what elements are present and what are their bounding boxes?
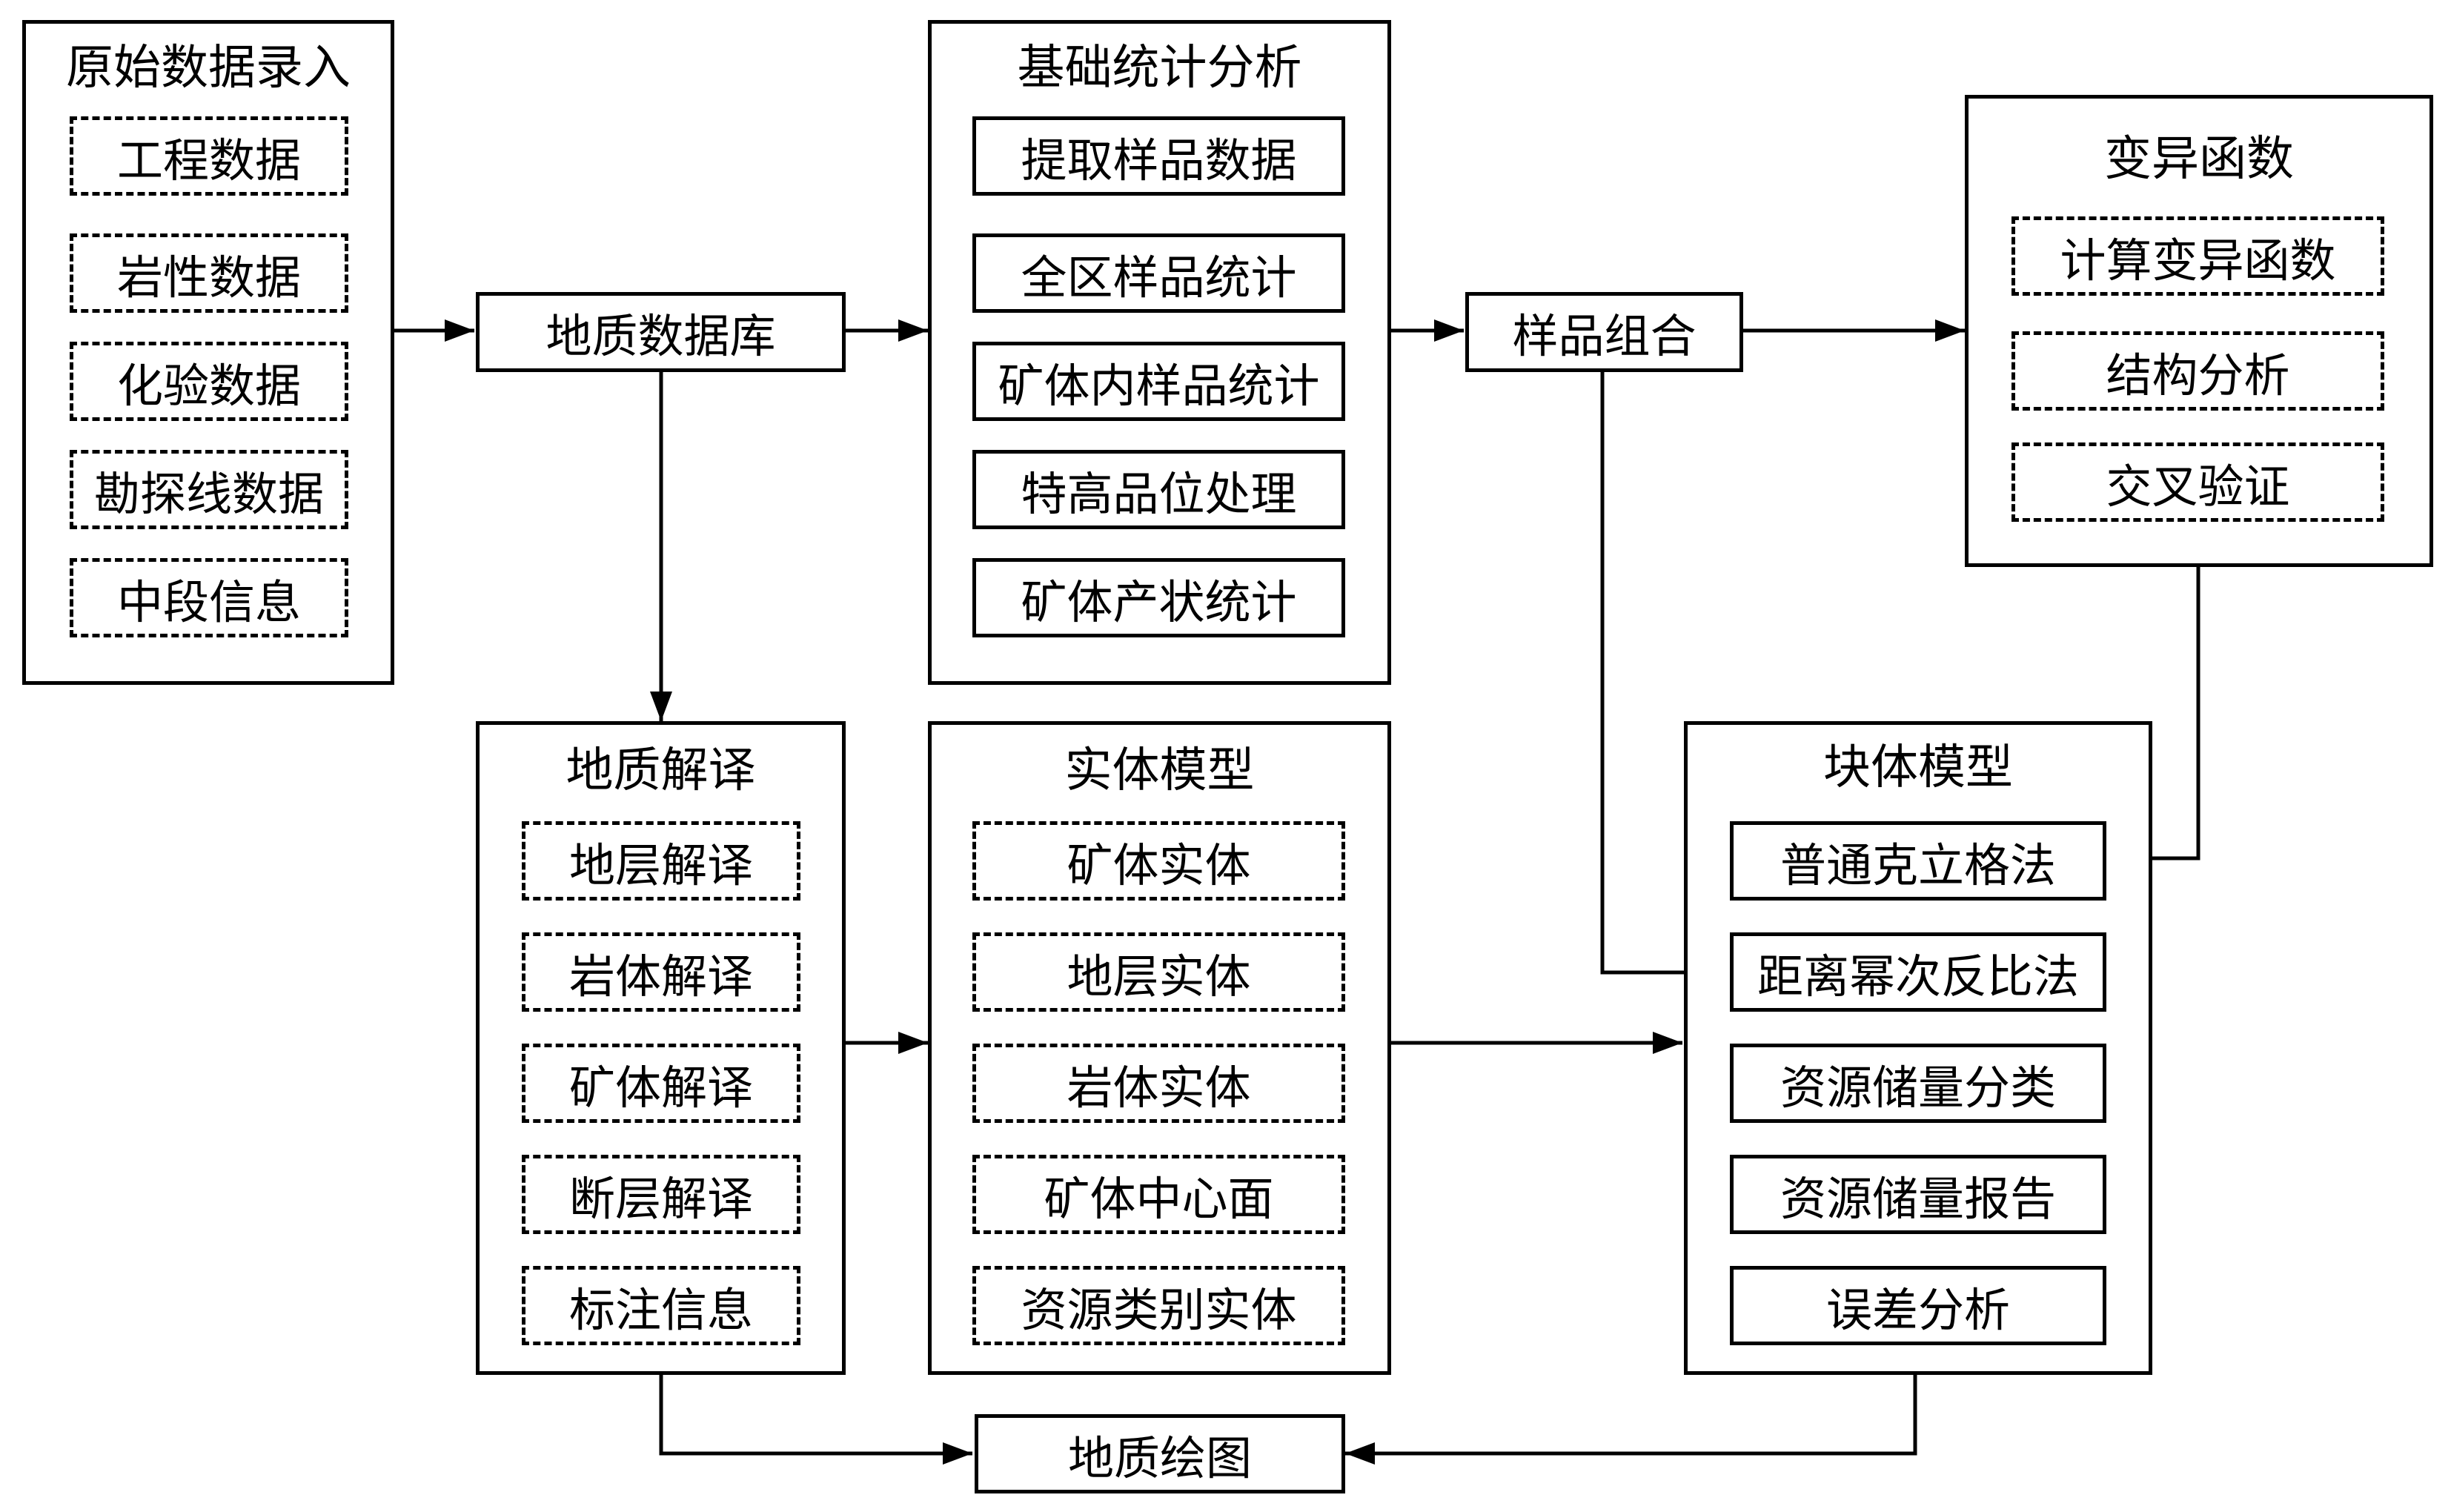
solid-item-rock-mass[interactable]: 岩体实体 <box>972 1044 1345 1123</box>
arrow-block-to-drawing <box>1345 1375 1917 1465</box>
raw-item-engineering[interactable]: 工程数据 <box>70 116 348 196</box>
raw-item-level-info[interactable]: 中段信息 <box>70 558 348 637</box>
basic-stats-title: 基础统计分析 <box>1017 41 1302 96</box>
block-item-kriging[interactable]: 普通克立格法 <box>1730 821 2106 901</box>
block-item-error-analysis[interactable]: 误差分析 <box>1730 1266 2106 1345</box>
interp-item-annotation[interactable]: 标注信息 <box>522 1266 800 1345</box>
solid-model-title: 实体模型 <box>1064 743 1255 798</box>
block-item-idw[interactable]: 距离幂次反比法 <box>1730 932 2106 1012</box>
stats-item-full-area-samples[interactable]: 全区样品统计 <box>972 233 1345 313</box>
block-model-title: 块体模型 <box>1823 740 2013 795</box>
interp-item-strata[interactable]: 地层解译 <box>522 821 800 901</box>
geo-drawing-node[interactable]: 地质绘图 <box>975 1414 1345 1493</box>
solid-item-orebody[interactable]: 矿体实体 <box>972 821 1345 901</box>
stats-item-occurrence[interactable]: 矿体产状统计 <box>972 558 1345 637</box>
sample-combination-node[interactable]: 样品组合 <box>1465 292 1743 372</box>
stats-item-extract-samples[interactable]: 提取样品数据 <box>972 116 1345 196</box>
block-item-resource-classification[interactable]: 资源储量分类 <box>1730 1044 2106 1123</box>
block-item-resource-report[interactable]: 资源储量报告 <box>1730 1155 2106 1234</box>
arrow-interp-to-drawing <box>659 1375 972 1465</box>
stats-item-orebody-samples[interactable]: 矿体内样品统计 <box>972 342 1345 421</box>
geo-database-node[interactable]: 地质数据库 <box>476 292 846 372</box>
variogram-item-compute[interactable]: 计算变异函数 <box>2011 216 2384 296</box>
stats-item-high-grade[interactable]: 特高品位处理 <box>972 450 1345 529</box>
variogram-item-structure[interactable]: 结构分析 <box>2011 331 2384 411</box>
raw-data-input-title: 原始数据录入 <box>66 41 351 96</box>
variogram-item-cross-validation[interactable]: 交叉验证 <box>2011 442 2384 522</box>
interp-item-orebody[interactable]: 矿体解译 <box>522 1044 800 1123</box>
raw-item-lithology[interactable]: 岩性数据 <box>70 233 348 313</box>
solid-item-resource-class[interactable]: 资源类别实体 <box>972 1266 1345 1345</box>
solid-item-strata[interactable]: 地层实体 <box>972 932 1345 1012</box>
interp-item-rock-mass[interactable]: 岩体解译 <box>522 932 800 1012</box>
geo-interpretation-title: 地质解译 <box>566 743 756 798</box>
raw-item-exploration-line[interactable]: 勘探线数据 <box>70 450 348 529</box>
solid-item-center-surface[interactable]: 矿体中心面 <box>972 1155 1345 1234</box>
raw-item-assay[interactable]: 化验数据 <box>70 342 348 421</box>
interp-item-fault[interactable]: 断层解译 <box>522 1155 800 1234</box>
variogram-title: 变异函数 <box>2104 132 2294 187</box>
